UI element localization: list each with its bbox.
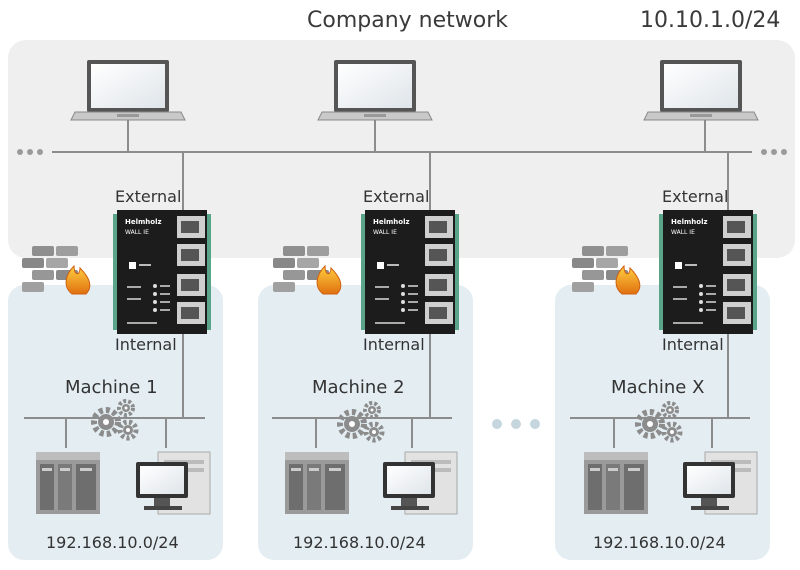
machine-subnet-label: 192.168.10.0/24: [293, 533, 426, 552]
backbone-continuation-dots-right: [761, 149, 787, 155]
internal-label: Internal: [363, 335, 425, 354]
helmholz-wall-ie-device: [113, 210, 211, 334]
machine-name: Machine 1: [65, 377, 158, 398]
plc-icon: [36, 452, 100, 514]
backbone-continuation-dots-left: [17, 149, 43, 155]
external-label: External: [363, 187, 430, 206]
machine-subnet-label: 192.168.10.0/24: [46, 533, 179, 552]
internal-label: Internal: [662, 335, 724, 354]
plc-icon: [285, 452, 349, 514]
company-network-title: Company network: [307, 8, 508, 33]
helmholz-wall-ie-device: [361, 210, 459, 334]
company-network-area: [8, 40, 795, 258]
machine-name: Machine 2: [312, 377, 405, 398]
laptop-icon: [317, 59, 433, 121]
helmholz-wall-ie-device: [659, 210, 757, 334]
machine-subnet-label: 192.168.10.0/24: [593, 533, 726, 552]
external-label: External: [662, 187, 729, 206]
laptop-icon: [643, 59, 759, 121]
machine-name: Machine X: [611, 377, 705, 398]
company-subnet-label: 10.10.1.0/24: [640, 8, 781, 33]
plc-icon: [584, 452, 648, 514]
more-machines-dots: [492, 419, 540, 429]
external-label: External: [115, 187, 182, 206]
laptop-icon: [70, 59, 186, 121]
internal-label: Internal: [115, 335, 177, 354]
